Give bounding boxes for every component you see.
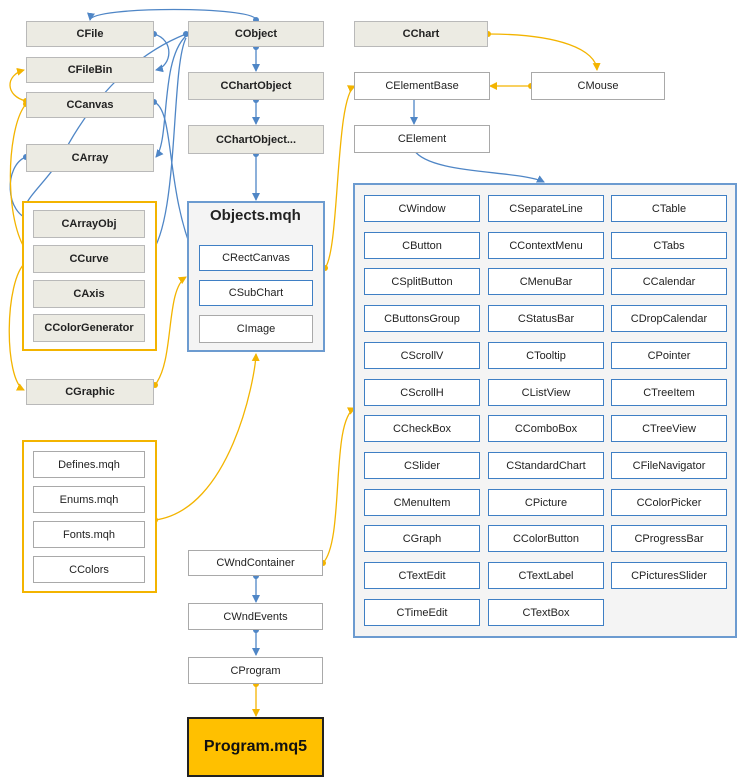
control-cbuttonsgroup: CButtonsGroup	[364, 305, 480, 332]
control-ccolorpicker: CColorPicker	[611, 489, 727, 516]
node-caxis: CAxis	[33, 280, 145, 308]
control-ctreeitem: CTreeItem	[611, 379, 727, 406]
control-ctextedit: CTextEdit	[364, 562, 480, 589]
control-ctabs: CTabs	[611, 232, 727, 259]
control-csplitbutton: CSplitButton	[364, 268, 480, 295]
control-ctextlabel: CTextLabel	[488, 562, 604, 589]
node-carray: CArray	[26, 144, 154, 172]
control-ccalendar: CCalendar	[611, 268, 727, 295]
control-ctreeview: CTreeView	[611, 415, 727, 442]
control-cpicture: CPicture	[488, 489, 604, 516]
node-cwndcontainer: CWndContainer	[188, 550, 323, 576]
node-celement: CElement	[354, 125, 490, 153]
node-defines: Defines.mqh	[33, 451, 145, 478]
node-cfilebin: CFileBin	[26, 57, 154, 83]
control-clistview: CListView	[488, 379, 604, 406]
control-cscrollv: CScrollV	[364, 342, 480, 369]
control-cscrollh: CScrollH	[364, 379, 480, 406]
control-cprogressbar: CProgressBar	[611, 525, 727, 552]
edge-cchart-cmouse	[487, 33, 601, 71]
control-cstandardchart: CStandardChart	[488, 452, 604, 479]
node-cgraphic: CGraphic	[26, 379, 154, 405]
node-enums: Enums.mqh	[33, 486, 145, 513]
control-ctextbox: CTextBox	[488, 599, 604, 626]
node-crectcanvas: CRectCanvas	[199, 245, 313, 271]
node-cchartobject2: CChartObject...	[188, 125, 324, 154]
control-cwindow: CWindow	[364, 195, 480, 222]
control-cslider: CSlider	[364, 452, 480, 479]
node-cimage: CImage	[199, 315, 313, 343]
control-cgraph: CGraph	[364, 525, 480, 552]
control-cfilenavigator: CFileNavigator	[611, 452, 727, 479]
control-cpicturesslider: CPicturesSlider	[611, 562, 727, 589]
node-program-mq5: Program.mq5	[187, 717, 324, 777]
node-ccolorgenerator: CColorGenerator	[33, 314, 145, 342]
edge-cobject-ccurve	[146, 37, 187, 259]
control-cmenuitem: CMenuItem	[364, 489, 480, 516]
control-ccontextmenu: CContextMenu	[488, 232, 604, 259]
control-cbutton: CButton	[364, 232, 480, 259]
control-cmenubar: CMenuBar	[488, 268, 604, 295]
control-ccolorbutton: CColorButton	[488, 525, 604, 552]
node-celementbase: CElementBase	[354, 72, 490, 100]
node-ccanvas: CCanvas	[26, 92, 154, 118]
node-carrayobj: CArrayObj	[33, 210, 145, 238]
edge-ccanvas-crectcanvas	[153, 101, 196, 259]
control-cpointer: CPointer	[611, 342, 727, 369]
edge-cobject-cfile	[87, 8, 257, 21]
edge-cfile-cfilebin	[153, 33, 170, 73]
node-cprogram: CProgram	[188, 657, 323, 684]
node-ccolors: CColors	[33, 556, 145, 583]
edge-ccurve-cgraphic	[8, 261, 27, 391]
control-cstatusbar: CStatusBar	[488, 305, 604, 332]
node-cwndevents: CWndEvents	[188, 603, 323, 630]
edge-cobject-carray	[155, 35, 187, 158]
node-cchart: CChart	[354, 21, 488, 47]
node-cmouse: CMouse	[531, 72, 665, 100]
edge-cgraphic-objects	[154, 276, 187, 386]
control-ccheckbox: CCheckBox	[364, 415, 480, 442]
control-ctooltip: CTooltip	[488, 342, 604, 369]
node-cchartobject: CChartObject	[188, 72, 324, 100]
node-fonts: Fonts.mqh	[33, 521, 145, 548]
edge-ccanvas-cfilebin	[9, 67, 27, 102]
control-ctable: CTable	[611, 195, 727, 222]
control-cseparateline: CSeparateLine	[488, 195, 604, 222]
edge-rectcanvas-celementbase	[324, 85, 356, 269]
control-ctimeedit: CTimeEdit	[364, 599, 480, 626]
node-cobject: CObject	[188, 21, 324, 47]
node-csubchart: CSubChart	[199, 280, 313, 306]
objects-mqh-title: Objects.mqh	[210, 207, 301, 224]
node-ccurve: CCurve	[33, 245, 145, 273]
edge-celement-controls	[413, 149, 545, 183]
control-ccombobox: CComboBox	[488, 415, 604, 442]
edge-includes-objects	[154, 353, 260, 521]
control-cdropcalendar: CDropCalendar	[611, 305, 727, 332]
edge-wndcontainer-controls	[322, 407, 356, 564]
node-cfile: CFile	[26, 21, 154, 47]
